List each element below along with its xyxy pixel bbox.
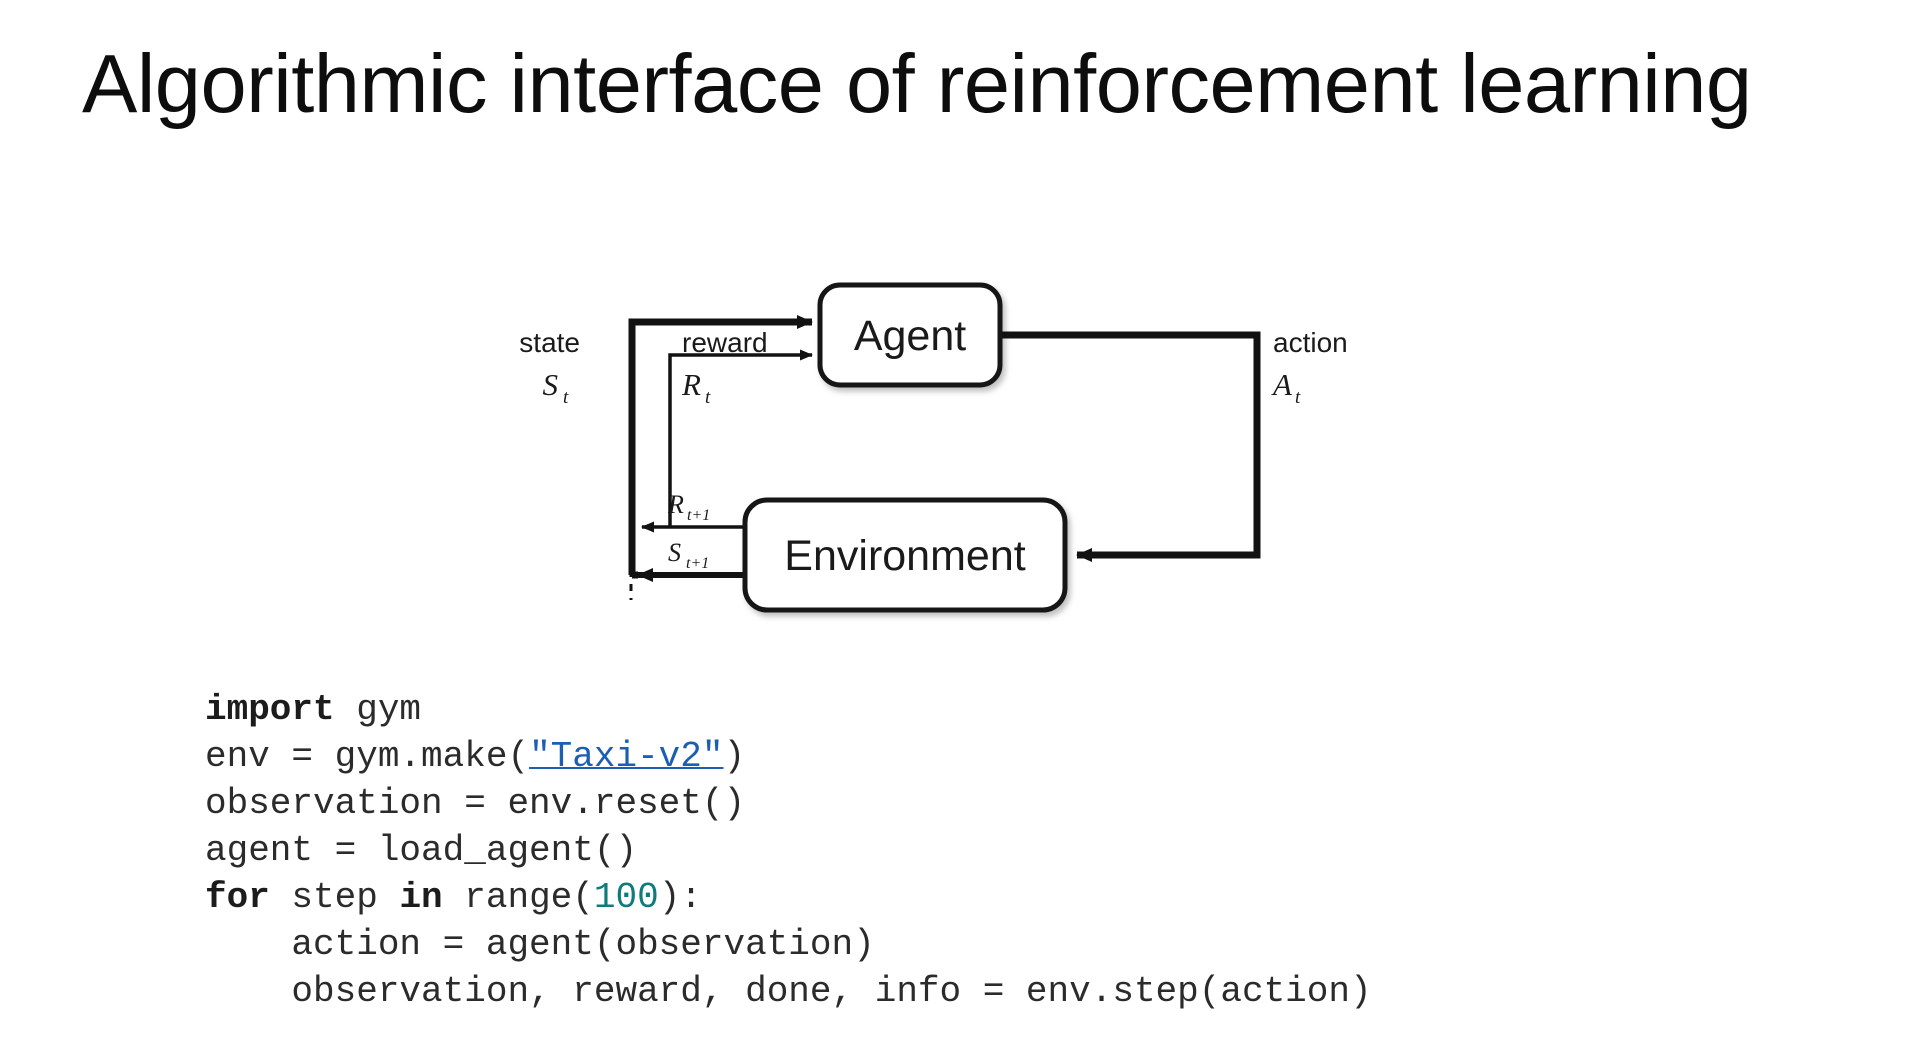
agent-box-shape [817,282,1003,388]
environment-box-shape [742,497,1068,613]
code-line: env = gym.make("Taxi-v2") [205,733,1372,780]
state-label: state [519,327,580,358]
state-label-group: state S t [519,327,580,408]
code-text: observation, reward, done, info = env.st… [205,971,1372,1012]
code-text: observation = env.reset() [205,783,746,824]
code-line: agent = load_agent() [205,827,1372,874]
code-keyword: import [205,689,335,730]
reward-symbol: R [681,367,701,402]
code-line: observation = env.reset() [205,780,1372,827]
code-text: agent = load_agent() [205,830,638,871]
agent-box: Agent [817,282,1003,388]
code-keyword: for [205,877,270,918]
code-line: for step in range(100): [205,874,1372,921]
next-reward-label-group: R t+1 [667,490,710,524]
action-flow-arrow [1002,331,1261,562]
rl-loop-diagram: Agent Environment state S [380,200,1440,650]
next-reward-symbol-subscript: t+1 [687,507,710,524]
reward-label: reward [682,327,768,358]
action-symbol: A [1271,367,1293,402]
code-text: env = gym.make( [205,736,530,777]
state-symbol: S [543,367,559,402]
page-title: Algorithmic interface of reinforcement l… [82,37,1752,130]
env-id-link[interactable]: "Taxi-v2" [529,736,724,777]
next-reward-symbol: R [667,490,684,519]
action-label-group: action A t [1271,327,1348,408]
action-label: action [1273,327,1348,358]
agent-box-label: Agent [854,312,966,360]
code-text: ): [658,877,702,918]
code-text: ) [723,736,746,777]
code-keyword: in [399,877,443,918]
reward-flow-arrow [668,349,813,527]
reward-label-group: reward R t [681,327,768,408]
action-symbol-subscript: t [1295,387,1301,408]
next-state-symbol-subscript: t+1 [686,555,709,572]
next-state-label-group: S t+1 [668,538,709,572]
code-number: 100 [593,877,659,918]
code-line: action = agent(observation) [205,921,1372,968]
code-text: gym [334,689,422,730]
code-line: observation, reward, done, info = env.st… [205,968,1372,1015]
code-text: action = agent(observation) [205,924,875,965]
environment-box-label: Environment [784,532,1025,580]
code-text: step [269,877,400,918]
code-text: range( [442,877,594,918]
environment-box: Environment [742,497,1068,613]
next-state-symbol: S [668,538,681,567]
state-symbol-subscript: t [563,387,569,408]
reward-symbol-subscript: t [705,387,711,408]
state-flow-arrow [628,315,813,575]
code-line: import gym [205,686,1372,733]
